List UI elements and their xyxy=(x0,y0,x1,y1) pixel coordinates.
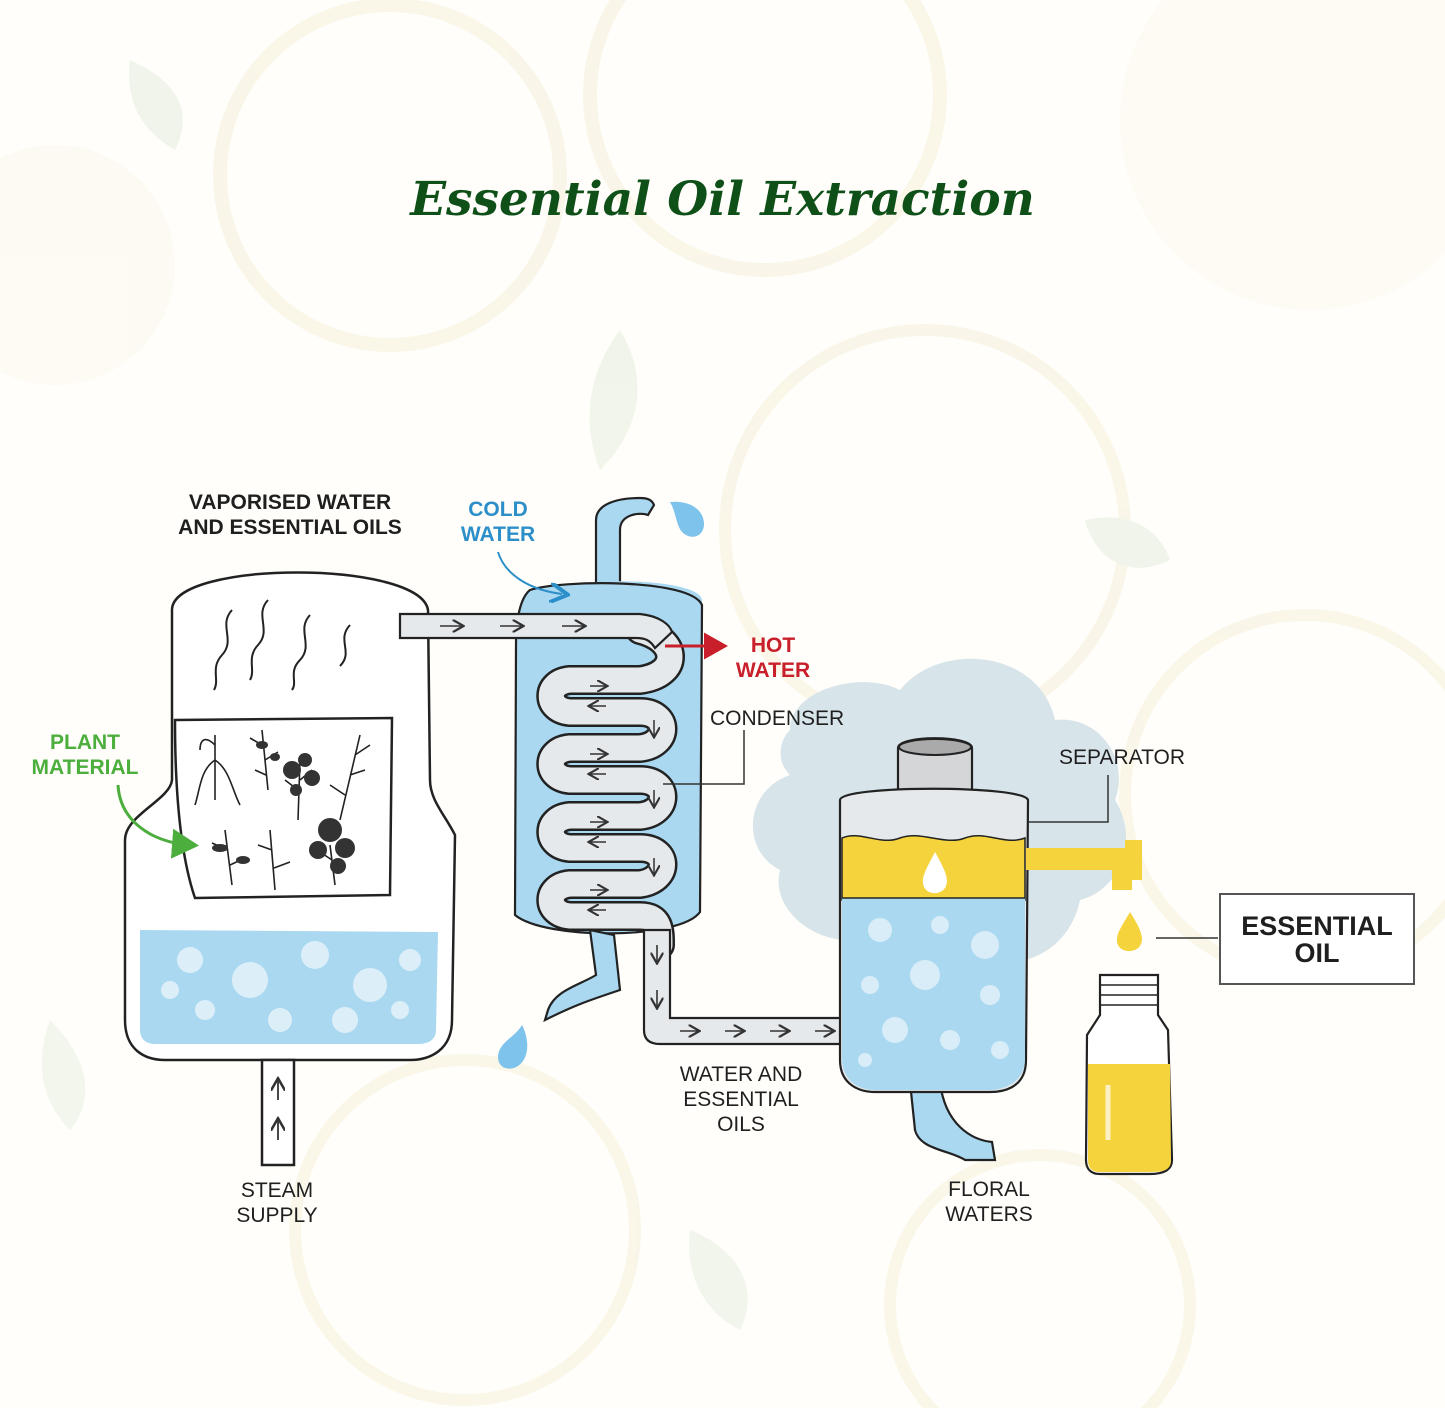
label-line: WATERS xyxy=(945,1203,1033,1226)
label-line: VAPORISED WATER xyxy=(188,491,392,514)
label-line: AND ESSENTIAL OILS xyxy=(178,516,402,539)
label-line: OIL xyxy=(1294,938,1340,968)
steam-supply-pipe xyxy=(260,1058,296,1167)
plant-leaves xyxy=(212,741,355,874)
coil-flow-arrows xyxy=(590,686,654,910)
vapor-pipe xyxy=(398,612,674,650)
label-condenser: CONDENSER xyxy=(710,707,845,730)
label-line: WATER xyxy=(735,659,811,682)
leaf-icon xyxy=(41,1020,86,1130)
water-drop-icon xyxy=(670,501,705,537)
label-line: ESSENTIAL xyxy=(1241,911,1393,941)
page-title: Essential Oil Extraction xyxy=(410,172,1035,227)
leaf-icon xyxy=(689,1230,748,1330)
still-vessel xyxy=(123,571,457,1062)
label-line: PLANT xyxy=(50,731,120,754)
label-line: STEAM xyxy=(240,1179,314,1202)
label-line: ESSENTIAL xyxy=(683,1088,799,1111)
leader-lines xyxy=(116,551,1218,939)
separator-bubbles xyxy=(858,916,1009,1067)
oil-drop-icon xyxy=(1116,912,1142,952)
separator-vessel xyxy=(838,737,1142,1162)
water-bubbles xyxy=(161,941,421,1033)
oil-drop-icon xyxy=(922,852,947,894)
label-line: SUPPLY xyxy=(236,1204,318,1227)
label-vaporised-water: VAPORISED WATER AND ESSENTIAL OILS xyxy=(160,490,420,540)
leaf-icon xyxy=(1085,517,1170,568)
plant-basket xyxy=(173,716,394,900)
steam-wave-icon xyxy=(213,599,351,691)
label-line: COLD xyxy=(468,498,528,521)
condenser xyxy=(498,496,705,1069)
label-steam-supply: STEAM SUPPLY xyxy=(218,1178,336,1228)
label-line: WATER AND xyxy=(679,1063,803,1086)
label-line: OILS xyxy=(717,1113,765,1136)
label-hot-water: HOT WATER xyxy=(723,633,823,683)
label-plant-material: PLANT MATERIAL xyxy=(22,730,148,780)
label-water-and-oils: WATER AND ESSENTIAL OILS xyxy=(660,1062,822,1137)
leaf-icon xyxy=(129,60,183,150)
label-line: FLORAL xyxy=(948,1178,1030,1201)
bottle-icon xyxy=(1084,973,1174,1176)
label-essential-oil-box: ESSENTIAL OIL xyxy=(1219,893,1415,985)
distillate-pipe xyxy=(642,928,844,1046)
leaf-icon xyxy=(589,330,638,470)
water-drop-icon xyxy=(498,1025,528,1069)
label-line: HOT xyxy=(750,634,796,657)
label-line: MATERIAL xyxy=(31,756,139,779)
label-cold-water: COLD WATER xyxy=(445,497,551,547)
label-floral-waters: FLORAL WATERS xyxy=(928,1177,1050,1227)
label-line: WATER xyxy=(460,523,536,546)
label-separator: SEPARATOR xyxy=(1058,746,1186,769)
